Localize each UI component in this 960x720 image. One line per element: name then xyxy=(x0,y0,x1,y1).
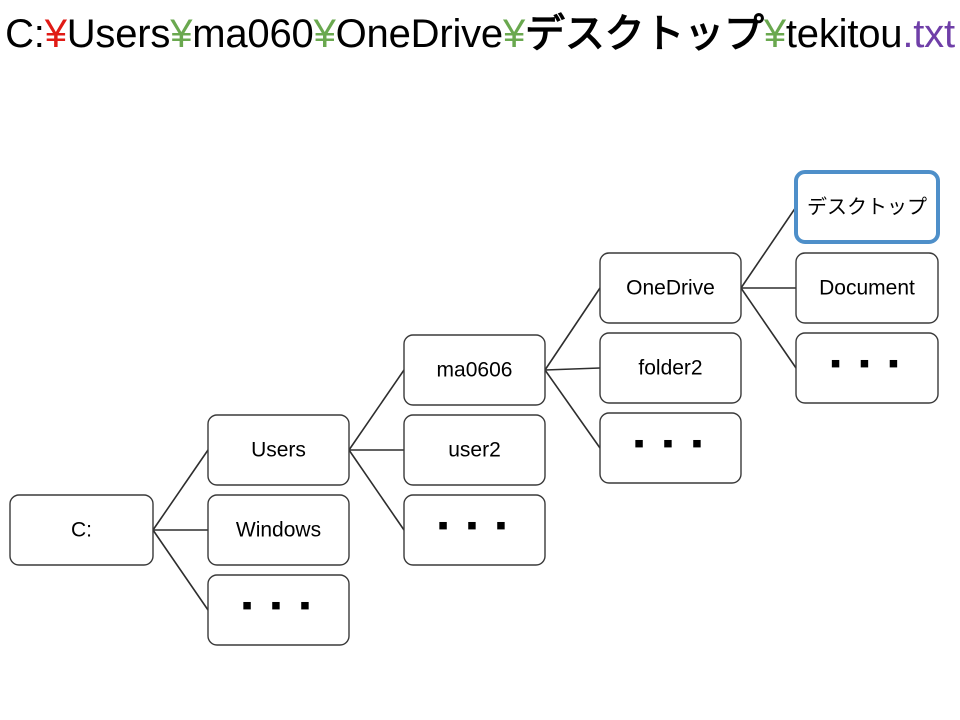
path-segment-8: デスクトップ xyxy=(525,11,764,57)
path-segment-1: ¥ xyxy=(44,12,67,56)
connector-c-drive-to-users xyxy=(152,449,209,531)
tree-node-col4-more[interactable]: ▪ ▪ ▪ xyxy=(795,332,939,404)
connector-ma0606-to-folder2 xyxy=(544,367,601,371)
node-box-col1-more[interactable] xyxy=(207,574,350,646)
node-box-users[interactable] xyxy=(207,414,350,486)
node-label-users: Users xyxy=(251,439,306,462)
path-segment-10: tekitou xyxy=(785,12,903,56)
node-box-document[interactable] xyxy=(795,252,939,324)
node-label-document: Document xyxy=(819,277,915,300)
node-label-desktop: デスクトップ xyxy=(807,195,927,219)
node-box-folder2[interactable] xyxy=(599,332,742,404)
page-title: C:¥Users¥ma060¥OneDrive¥デスクトップ¥tekitou.t… xyxy=(0,8,960,60)
tree-node-document[interactable]: Document xyxy=(795,252,939,324)
node-box-user2[interactable] xyxy=(403,414,546,486)
path-segment-7: ¥ xyxy=(502,12,526,56)
path-segment-4: ma060 xyxy=(192,12,314,56)
tree-node-users[interactable]: Users xyxy=(207,414,350,486)
path-segment-0: C: xyxy=(5,12,45,56)
path-segment-11: .txt xyxy=(902,12,955,56)
node-label-user2: user2 xyxy=(448,439,501,462)
tree-node-col3-more[interactable]: ▪ ▪ ▪ xyxy=(599,412,742,484)
tree-node-onedrive[interactable]: OneDrive xyxy=(599,252,742,324)
node-box-c-drive[interactable] xyxy=(9,494,154,566)
connector-onedrive-to-desktop xyxy=(740,206,797,289)
node-box-desktop[interactable] xyxy=(794,170,940,244)
node-box-onedrive[interactable] xyxy=(599,252,742,324)
node-label-col3-more: ▪ ▪ ▪ xyxy=(634,427,708,460)
tree-node-windows[interactable]: Windows xyxy=(207,494,350,566)
node-box-col3-more[interactable] xyxy=(599,412,742,484)
connector-ma0606-to-onedrive xyxy=(544,287,601,371)
tree-node-c-drive[interactable]: C: xyxy=(9,494,154,566)
node-label-folder2: folder2 xyxy=(638,357,702,380)
path-segment-3: ¥ xyxy=(170,12,193,56)
node-label-col1-more: ▪ ▪ ▪ xyxy=(242,589,316,622)
node-label-ma0606: ma0606 xyxy=(437,359,513,382)
path-segment-2: Users xyxy=(66,12,171,56)
tree-node-col1-more[interactable]: ▪ ▪ ▪ xyxy=(207,574,350,646)
connector-users-to-ma0606 xyxy=(348,369,405,451)
node-label-c-drive: C: xyxy=(71,519,92,542)
connector-onedrive-to-col4-more xyxy=(740,287,797,369)
connector-lines xyxy=(152,206,797,611)
tree-node-user2[interactable]: user2 xyxy=(403,414,546,486)
node-label-col2-more: ▪ ▪ ▪ xyxy=(438,509,512,542)
node-box-ma0606[interactable] xyxy=(403,334,546,406)
path-segment-6: OneDrive xyxy=(335,12,504,56)
path-segment-9: ¥ xyxy=(763,12,786,56)
node-label-col4-more: ▪ ▪ ▪ xyxy=(830,347,904,380)
connector-ma0606-to-col3-more xyxy=(544,369,601,449)
node-box-col4-more[interactable] xyxy=(795,332,939,404)
node-label-onedrive: OneDrive xyxy=(626,277,715,300)
connector-c-drive-to-col1-more xyxy=(152,529,209,611)
node-box-col2-more[interactable] xyxy=(403,494,546,566)
tree-node-ma0606[interactable]: ma0606 xyxy=(403,334,546,406)
path-segment-5: ¥ xyxy=(313,12,336,56)
node-box-windows[interactable] xyxy=(207,494,350,566)
tree-node-folder2[interactable]: folder2 xyxy=(599,332,742,404)
tree-node-col2-more[interactable]: ▪ ▪ ▪ xyxy=(403,494,546,566)
tree-node-desktop[interactable]: デスクトップ xyxy=(794,170,940,244)
connector-users-to-col2-more xyxy=(348,449,405,531)
node-label-windows: Windows xyxy=(236,519,321,542)
